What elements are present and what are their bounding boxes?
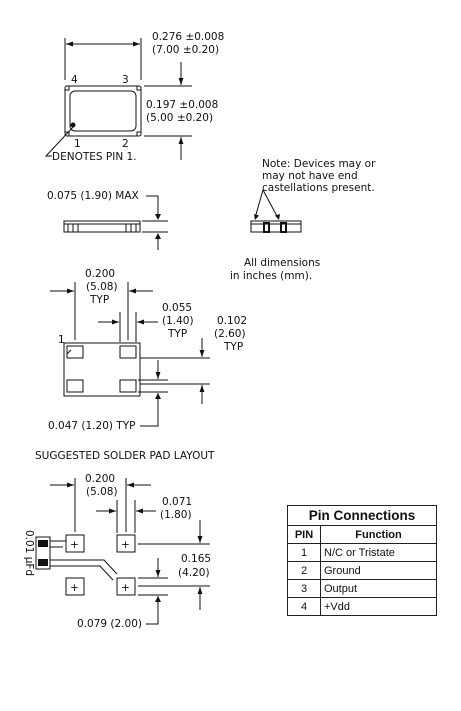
bottom-pad-4 [119, 345, 137, 359]
package-lid [69, 90, 137, 132]
pad-width-typ-label: TYP [167, 328, 187, 340]
top-width-label: 0.276 ±0.008 [152, 31, 224, 43]
pad-vpitch-typ-label: TYP [223, 341, 243, 353]
top-view: 4 3 1 2 0.276 ±0.008 (7.00 ±0.20) 0.197 … [44, 31, 224, 163]
pin-label-2: 2 [122, 138, 129, 150]
solder-pad-layout: + + + + 0.01 μFd 0.200 (5.08) 0.071 (1.8… [23, 473, 211, 630]
corner-pad-3 [136, 86, 141, 91]
note-line-1: Note: Devices may or [262, 158, 376, 170]
pin-number: 2 [287, 561, 321, 580]
pad-vpitch-mm-label: (2.60) [214, 328, 246, 340]
pin-label-1: 1 [74, 138, 81, 150]
table-row: 2 Ground [287, 561, 437, 580]
pin-number: 1 [287, 543, 321, 562]
pin-function: Output [320, 579, 437, 598]
svg-text:+: + [121, 582, 130, 594]
package-outline [64, 85, 142, 137]
pin-label-3: 3 [122, 74, 129, 86]
bottom-pad-3 [119, 379, 137, 393]
pin-number: 3 [287, 579, 321, 598]
pad-width-label: 0.055 [162, 302, 192, 314]
note-line-3: castellations present. [262, 182, 375, 194]
pin-table-header-pin: PIN [287, 525, 321, 544]
sp-vpitch-mm-label: (4.20) [178, 567, 210, 579]
solder-pad-title: SUGGESTED SOLDER PAD LAYOUT [35, 450, 215, 462]
sp-width-mm-label: (1.80) [160, 509, 192, 521]
bottom-pin-1-label: 1 [58, 334, 65, 346]
sp-pitch-mm-label: (5.08) [86, 486, 118, 498]
top-height-mm-label: (5.00 ±0.20) [146, 112, 213, 124]
top-height-label: 0.197 ±0.008 [146, 99, 218, 111]
bottom-pad-2 [66, 379, 84, 393]
solder-pad-3 [116, 577, 136, 596]
pad-pitch-typ-label: TYP [89, 294, 109, 306]
bottom-view: 1 0.200 (5.08) TYP 0.055 (1.40) TYP 0.10… [48, 268, 247, 432]
side-view: 0.075 (1.90) MAX [47, 190, 168, 250]
solder-pad-2 [65, 577, 85, 596]
solder-pad-4 [116, 534, 136, 553]
denotes-pin1-label: DENOTES PIN 1. [52, 151, 137, 163]
table-row: 4 +Vdd [287, 597, 437, 616]
pad-pitch-label: 0.200 [85, 268, 115, 280]
pad-pitch-mm-label: (5.08) [86, 281, 118, 293]
pin-function: N/C or Tristate [320, 543, 437, 562]
pad-width-mm-label: (1.40) [162, 315, 194, 327]
pin-connections-table: Pin Connections PIN Function 1 N/C or Tr… [287, 505, 437, 616]
pin-function: +Vdd [320, 597, 437, 616]
corner-pad-4 [65, 86, 70, 91]
sp-width-label: 0.071 [162, 496, 192, 508]
top-width-mm-label: (7.00 ±0.20) [152, 44, 219, 56]
sp-pitch-label: 0.200 [85, 473, 115, 485]
pin-table-header-function: Function [320, 525, 437, 544]
castellated-side-view: Note: Devices may or may not have end ca… [230, 158, 376, 282]
svg-text:+: + [121, 539, 130, 551]
side-package-body [63, 220, 141, 233]
pin-table-title: Pin Connections [287, 505, 437, 526]
solder-pad-1 [65, 534, 85, 553]
pin-function: Ground [320, 561, 437, 580]
note-line-2: may not have end [262, 170, 358, 182]
all-dimensions-line-1: All dimensions [244, 257, 320, 269]
bottom-pad-1 [66, 345, 84, 359]
all-dimensions-line-2: in inches (mm). [230, 270, 312, 282]
sp-vpitch-label: 0.165 [181, 553, 211, 565]
bypass-capacitor [35, 536, 51, 570]
pin-number: 4 [287, 597, 321, 616]
pad-height-label: 0.047 (1.20) TYP [48, 420, 135, 432]
svg-text:+: + [70, 539, 79, 551]
corner-pad-2 [136, 131, 141, 136]
side-height-label: 0.075 (1.90) MAX [47, 190, 139, 202]
pin-label-4: 4 [71, 74, 78, 86]
table-row: 1 N/C or Tristate [287, 543, 437, 562]
table-row: 3 Output [287, 579, 437, 598]
capacitor-label: 0.01 μFd [23, 530, 35, 576]
bottom-package-outline [63, 342, 141, 397]
svg-text:+: + [70, 582, 79, 594]
sp-height-label: 0.079 (2.00) [77, 618, 142, 630]
pad-vpitch-label: 0.102 [217, 315, 247, 327]
